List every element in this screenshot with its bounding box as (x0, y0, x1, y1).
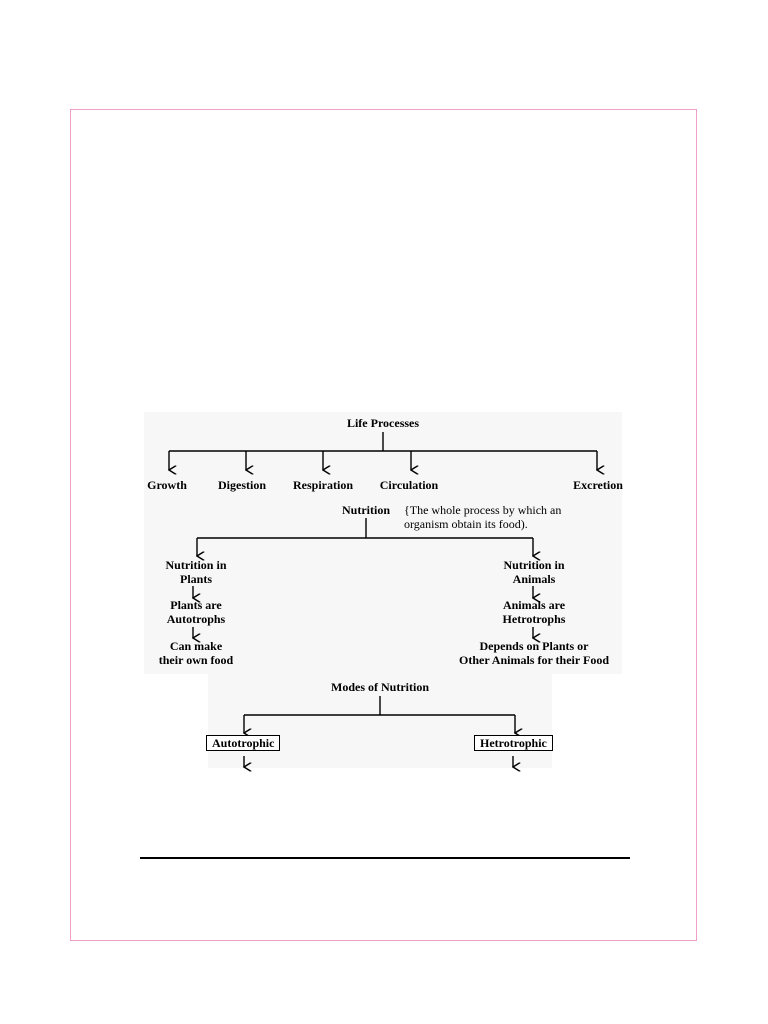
animals-depends-label: Depends on Plants or Other Animals for t… (459, 639, 609, 667)
digestion-label: Digestion (218, 478, 266, 492)
animals-hetrotrophs-label: Animals are Hetrotrophs (502, 598, 566, 626)
excretion-label: Excretion (573, 478, 623, 492)
page-border (70, 109, 697, 941)
plants-autotrophs-label: Plants are Autotrophs (166, 598, 226, 626)
nutrition-in-animals-label: Nutrition in Animals (503, 558, 565, 586)
diagram-background-bottom (208, 674, 552, 768)
plants-own-food-label: Can make their own food (158, 639, 234, 667)
life-processes-label: Life Processes (346, 416, 420, 430)
nutrition-in-plants-label: Nutrition in Plants (165, 558, 227, 586)
nutrition-label: Nutrition (342, 503, 390, 517)
diagram-background-top (144, 412, 622, 674)
growth-label: Growth (147, 478, 187, 492)
hetrotrophic-box: Hetrotrophic (474, 735, 553, 751)
footer-rule (140, 857, 630, 859)
circulation-label: Circulation (379, 478, 439, 492)
nutrition-note: {The whole process by which an organism … (404, 503, 562, 531)
respiration-label: Respiration (293, 478, 353, 492)
autotrophic-box: Autotrophic (206, 735, 281, 751)
modes-of-nutrition-label: Modes of Nutrition (331, 680, 429, 694)
